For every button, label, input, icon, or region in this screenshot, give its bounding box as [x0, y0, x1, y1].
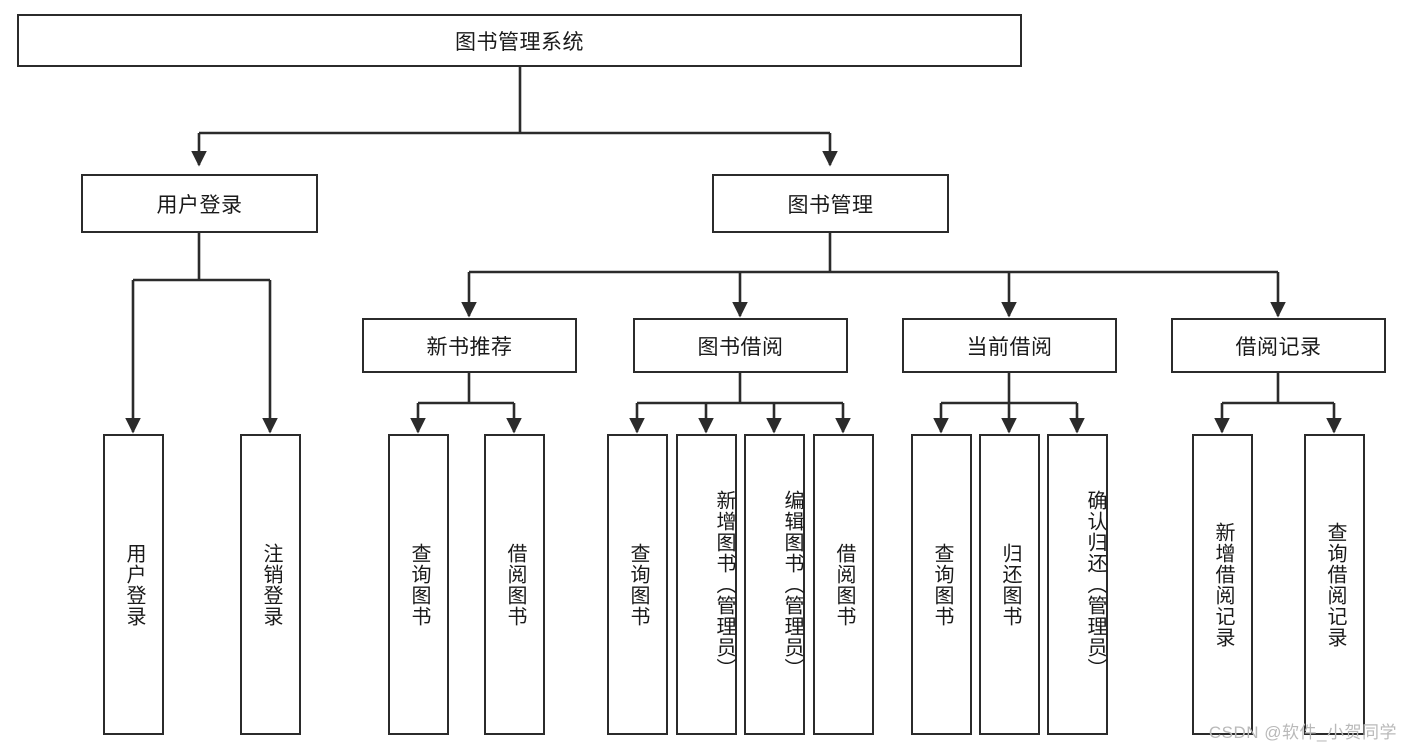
node-leaf-borrow-book-recommend[interactable]: 借阅图书 [484, 434, 545, 735]
node-leaf-borrow-book-recommend-label: 借阅图书 [504, 542, 526, 627]
node-leaf-query-borrow-record-label: 查询借阅记录 [1324, 521, 1346, 648]
node-leaf-edit-book-admin-label: 编辑图书（管理员） [781, 490, 803, 679]
node-leaf-lend-book-label: 借阅图书 [833, 542, 855, 627]
node-current-borrow-label: 当前借阅 [966, 335, 1053, 359]
node-leaf-user-login-label: 用户登录 [123, 542, 145, 627]
node-current-borrow[interactable]: 当前借阅 [902, 318, 1117, 373]
node-user-login-label: 用户登录 [156, 193, 243, 217]
node-root[interactable]: 图书管理系统 [17, 14, 1022, 67]
node-leaf-return-book-label: 归还图书 [999, 542, 1021, 627]
node-leaf-logout[interactable]: 注销登录 [240, 434, 301, 735]
node-root-label: 图书管理系统 [455, 30, 584, 54]
node-leaf-query-book-recommend[interactable]: 查询图书 [388, 434, 449, 735]
node-leaf-query-book-recommend-label: 查询图书 [408, 542, 430, 627]
node-leaf-add-book-admin[interactable]: 新增图书（管理员） [676, 434, 737, 735]
node-leaf-query-book-borrow[interactable]: 查询图书 [607, 434, 668, 735]
node-leaf-query-book-current-label: 查询图书 [931, 542, 953, 627]
node-new-book-recommend[interactable]: 新书推荐 [362, 318, 577, 373]
watermark-text: CSDN @软件_小贺同学 [1208, 723, 1397, 742]
node-leaf-query-book-borrow-label: 查询图书 [627, 542, 649, 627]
node-leaf-edit-book-admin[interactable]: 编辑图书（管理员） [744, 434, 805, 735]
node-leaf-user-login[interactable]: 用户登录 [103, 434, 164, 735]
node-leaf-return-book[interactable]: 归还图书 [979, 434, 1040, 735]
node-leaf-confirm-return-admin-label: 确认归还（管理员） [1084, 490, 1106, 679]
node-leaf-confirm-return-admin[interactable]: 确认归还（管理员） [1047, 434, 1108, 735]
node-leaf-add-borrow-record-label: 新增借阅记录 [1212, 521, 1234, 648]
node-book-management-label: 图书管理 [787, 193, 874, 217]
node-leaf-logout-label: 注销登录 [260, 542, 282, 627]
node-borrow-records[interactable]: 借阅记录 [1171, 318, 1386, 373]
node-leaf-lend-book[interactable]: 借阅图书 [813, 434, 874, 735]
node-book-management[interactable]: 图书管理 [712, 174, 949, 233]
node-book-borrow-label: 图书借阅 [697, 335, 784, 359]
node-new-book-recommend-label: 新书推荐 [426, 335, 513, 359]
node-user-login[interactable]: 用户登录 [81, 174, 318, 233]
node-leaf-add-book-admin-label: 新增图书（管理员） [713, 490, 735, 679]
node-leaf-query-borrow-record[interactable]: 查询借阅记录 [1304, 434, 1365, 735]
node-leaf-add-borrow-record[interactable]: 新增借阅记录 [1192, 434, 1253, 735]
node-book-borrow[interactable]: 图书借阅 [633, 318, 848, 373]
node-borrow-records-label: 借阅记录 [1235, 335, 1322, 359]
node-leaf-query-book-current[interactable]: 查询图书 [911, 434, 972, 735]
